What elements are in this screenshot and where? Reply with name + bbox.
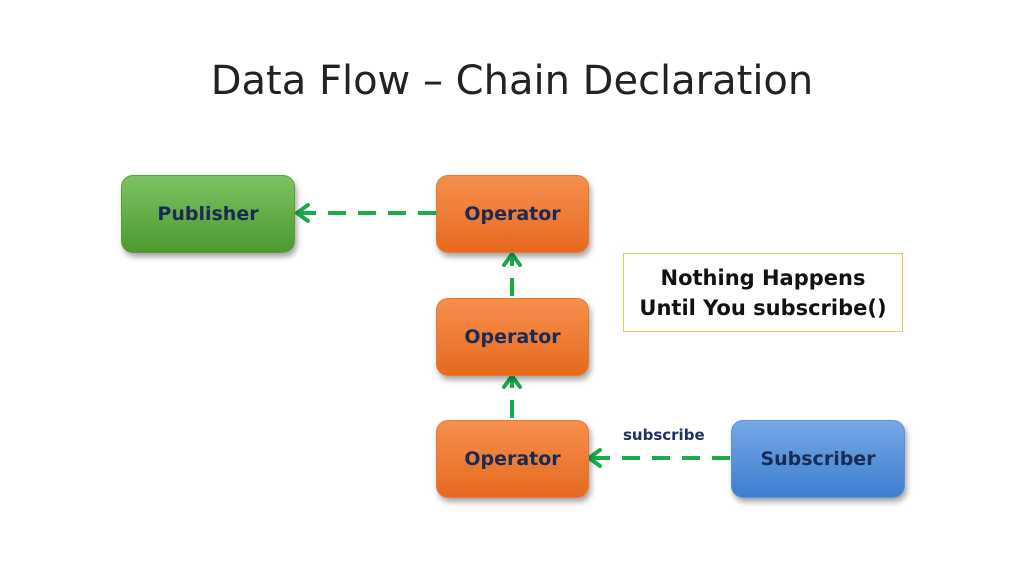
subscriber-node: Subscriber — [731, 420, 905, 498]
operator-top-label: Operator — [464, 203, 561, 225]
publisher-label: Publisher — [157, 203, 259, 225]
note-box: Nothing Happens Until You subscribe() — [623, 253, 903, 332]
slide-title: Data Flow – Chain Declaration — [210, 58, 814, 104]
operator-node-middle: Operator — [436, 298, 589, 376]
operator-node-bottom: Operator — [436, 420, 589, 498]
arrowhead-middle-operator — [502, 374, 522, 389]
publisher-node: Publisher — [121, 175, 295, 253]
operator-node-top: Operator — [436, 175, 589, 253]
subscribe-edge-label: subscribe — [623, 426, 705, 444]
operator-middle-label: Operator — [464, 326, 561, 348]
subscriber-label: Subscriber — [760, 448, 876, 470]
note-line-1: Nothing Happens — [660, 265, 866, 290]
arrowhead-top-operator — [502, 252, 522, 267]
arrowhead-bottom-operator — [587, 448, 602, 468]
operator-bottom-label: Operator — [464, 448, 561, 470]
arrowhead-publisher — [295, 203, 310, 223]
note-line-2: Until You subscribe() — [639, 295, 887, 320]
